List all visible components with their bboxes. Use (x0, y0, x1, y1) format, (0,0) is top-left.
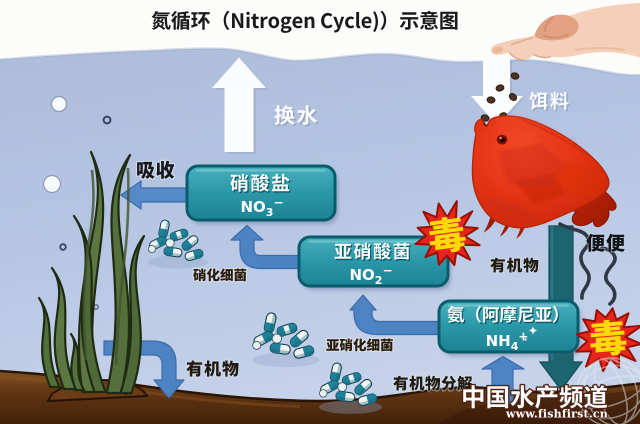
ammonia-formula: NH4+ (486, 330, 529, 354)
ammonia-box-text: NH4+ (447, 305, 560, 354)
title-strip (151, 10, 458, 33)
label-absorb-glyphs (135, 159, 176, 181)
ammonia-name (447, 305, 558, 323)
ammonia-to-nitrite-arrow (349, 294, 441, 336)
toxic-char-1 (429, 216, 466, 253)
label-nitrite-bacteria-glyphs (325, 337, 394, 353)
nitrite-formula-sub: 2 (375, 274, 383, 287)
label-feed-glyphs (529, 91, 569, 110)
ammonia-formula-main: NH (486, 332, 511, 350)
nitrate-name (230, 173, 290, 192)
ammonia-formula-sign: + (518, 330, 528, 344)
nitrate-formula-main: NO (240, 198, 265, 216)
label-water-change-glyphs (274, 105, 318, 125)
label-organic-fish-glyphs (489, 256, 540, 274)
feeding-hand (490, 3, 640, 61)
toxic-char-2 (590, 319, 627, 356)
nitrite-formula-main: NO (349, 266, 374, 284)
nitrate-formula-sub: 3 (266, 206, 274, 219)
watermark-url: www.fishfirst.cn (505, 408, 608, 421)
toxic-badge-2 (575, 307, 640, 373)
label-absorb (135, 159, 176, 181)
ammonia-name-glyphs (447, 305, 558, 323)
feed-pellets (480, 72, 520, 122)
label-poop (585, 232, 626, 253)
arrows-blue (103, 180, 525, 405)
nitrate-box-text: NO3− (230, 173, 291, 220)
nitrite-to-nitrate-arrow (230, 224, 301, 270)
label-organic-decompose (392, 374, 474, 392)
absorb-arrow (120, 180, 188, 210)
nitrate-name-glyphs (230, 173, 290, 192)
watermark-brand (461, 383, 609, 410)
ammonia-formula-sub: 4 (511, 340, 519, 353)
nitrate-formula-sign: − (273, 196, 283, 210)
toxic-char-2-glyphs (590, 319, 627, 356)
label-nitrifying-bacteria-glyphs (192, 267, 248, 283)
nitrite-formula: NO2− (349, 264, 392, 288)
watermark: www.fishfirst.cn (461, 383, 609, 422)
label-poop-glyphs (585, 232, 626, 253)
bubbles (42, 95, 112, 310)
label-nitrite-bacteria (325, 337, 394, 353)
nitrite-formula-sign: − (382, 264, 392, 278)
toxic-badge-1 (414, 200, 481, 267)
nitrite-box-text: NO2− (334, 242, 411, 288)
nitrate-box (185, 164, 338, 224)
toxic-char-1-glyphs (429, 216, 466, 253)
fish-shading (486, 116, 605, 221)
organic-sink-arrow (103, 340, 185, 399)
page-title-glyphs (151, 10, 458, 33)
label-organic-left-glyphs (185, 359, 240, 378)
label-organic-decompose-glyphs (392, 374, 474, 392)
nitrate-box-body (185, 164, 337, 222)
nitrate-formula: NO3− (240, 196, 283, 220)
page-title (151, 10, 458, 33)
fish (471, 115, 617, 239)
label-nitrifying-bacteria (192, 267, 248, 283)
nitrite-name (334, 242, 410, 260)
label-feed (529, 91, 569, 110)
watermark-brand-glyphs (461, 383, 609, 410)
poop-squiggles (558, 222, 617, 306)
label-organic-left (185, 359, 240, 378)
label-organic-fish (489, 256, 540, 274)
label-water-change (274, 105, 318, 125)
water-change-arrow (212, 57, 269, 154)
seaweed-plant (37, 150, 149, 403)
nitrite-name-glyphs (334, 242, 410, 260)
